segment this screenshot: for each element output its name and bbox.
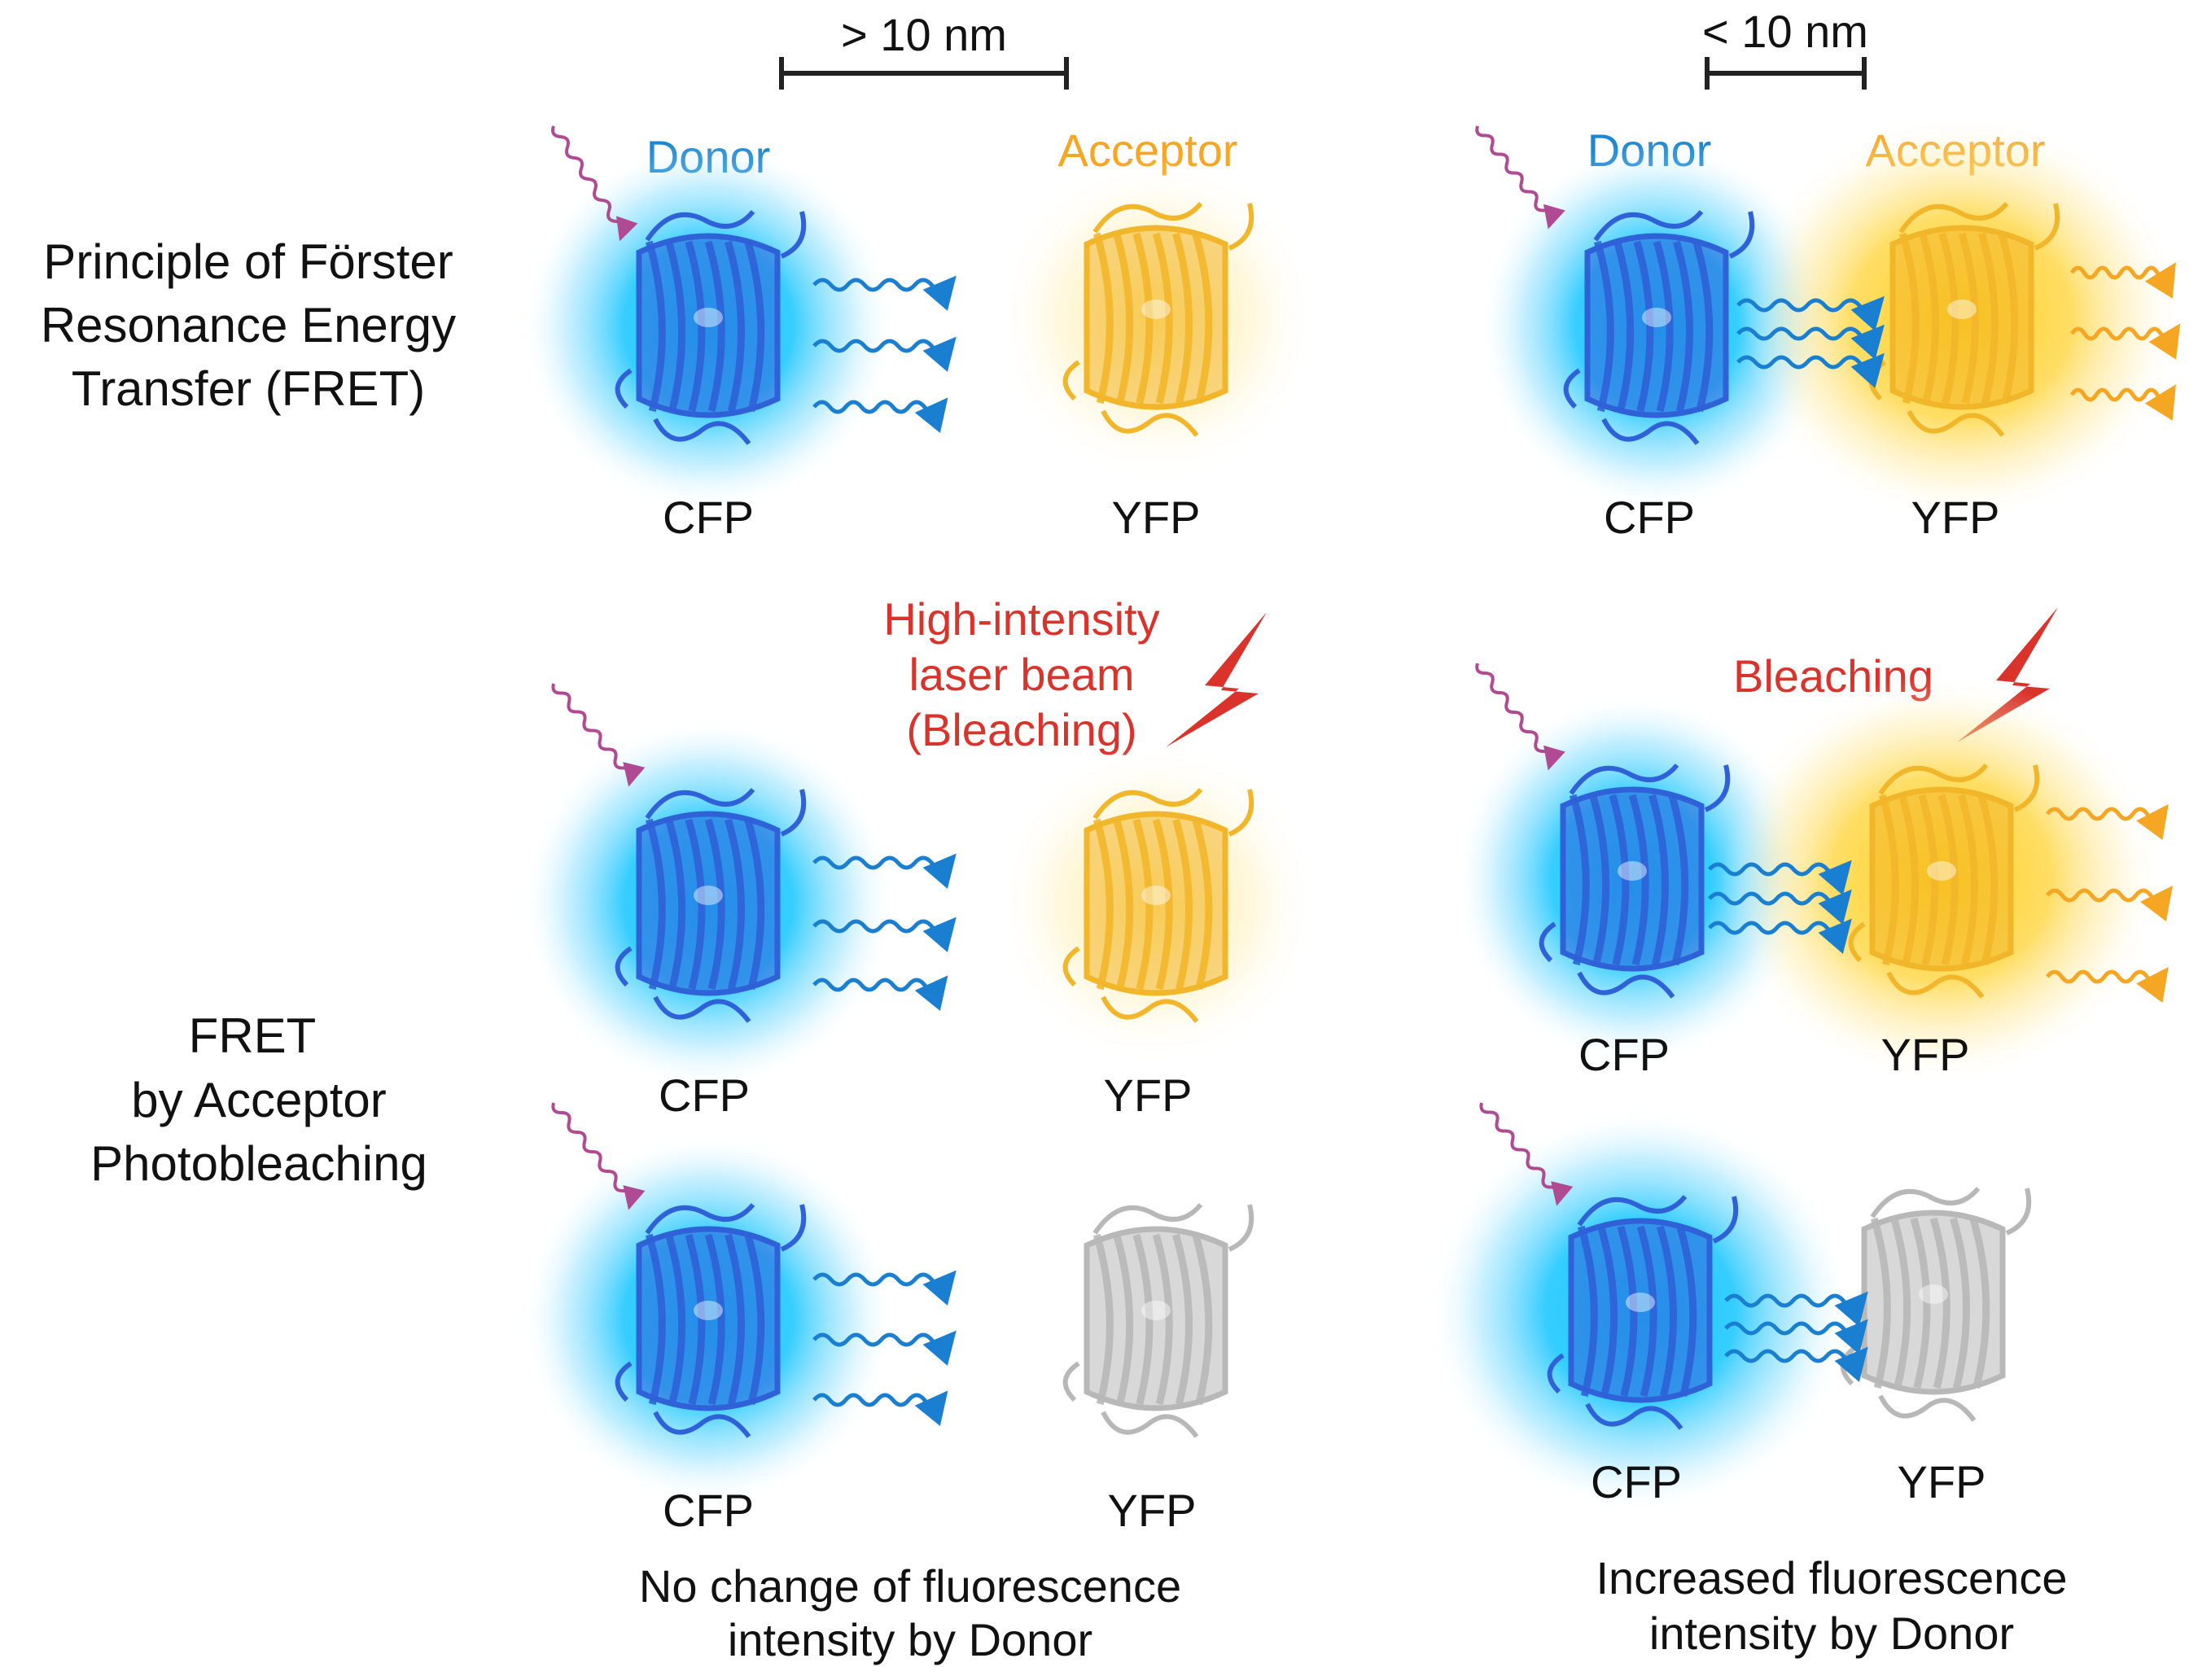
transfer-arrow-c1 [812, 853, 957, 889]
cfp-label-b: CFP [1604, 492, 1695, 543]
excitation-arrow-a [550, 125, 638, 242]
cfp-protein-d [1539, 763, 1731, 999]
emission-arrow-b3 [2069, 384, 2176, 421]
row-label-photobleach-line-2: by Acceptor [131, 1073, 387, 1127]
transfer-arrow-e1 [812, 1270, 957, 1306]
row-label-photobleach-line-1: FRET [189, 1008, 317, 1063]
cfp-protein-a [615, 210, 807, 445]
transfer-arrow-e2 [812, 1330, 957, 1366]
transfer-arrow-b1 [1736, 295, 1885, 331]
cfp-label-c: CFP [659, 1070, 750, 1121]
emission-arrow-d2 [2046, 886, 2174, 922]
row-label-fret-line-3: Transfer (FRET) [72, 361, 425, 416]
yfp-protein-c [1062, 788, 1254, 1023]
cfp-protein-b [1563, 210, 1755, 445]
transfer-arrow-f2 [1724, 1319, 1868, 1354]
yfp-label-f: YFP [1898, 1456, 1986, 1507]
distance-near-label: < 10 nm [1702, 6, 1868, 57]
excitation-arrow-b [1475, 125, 1565, 230]
distance-far-label: > 10 nm [841, 9, 1007, 60]
transfer-arrow-e3 [812, 1390, 948, 1427]
outcome-far-line-1: No change of fluorescence [639, 1560, 1181, 1612]
transfer-arrow-b3 [1736, 352, 1885, 388]
cfp-label-e: CFP [663, 1485, 754, 1536]
yfp-bleached-protein-e [1062, 1203, 1254, 1438]
excitation-arrow-e [551, 1102, 646, 1210]
cfp-label-a: CFP [663, 492, 754, 543]
yfp-label-b: YFP [1911, 492, 2000, 543]
transfer-arrow-a3 [812, 397, 948, 434]
lightning-bolt-far-icon [1166, 612, 1267, 747]
yfp-label-d: YFP [1881, 1029, 1970, 1080]
excitation-arrow-d [1475, 663, 1565, 771]
excitation-arrow-f [1479, 1102, 1574, 1206]
distance-bar-near: < 10 nm [1702, 6, 1868, 90]
outcome-near-line-1: Increased fluorescence [1596, 1552, 2067, 1603]
transfer-arrow-f1 [1724, 1291, 1868, 1327]
transfer-arrow-a1 [812, 275, 957, 311]
distance-bar-far: > 10 nm [779, 9, 1069, 90]
emission-arrow-b2 [2069, 323, 2181, 360]
transfer-arrow-c2 [812, 917, 957, 952]
cfp-protein-e [615, 1203, 807, 1438]
row-label-fret-line-1: Principle of Förster [43, 234, 453, 289]
emission-arrow-d3 [2045, 966, 2169, 1003]
transfer-arrow-d2 [1708, 889, 1852, 925]
transfer-arrow-f3 [1724, 1346, 1868, 1382]
excitation-arrow-c [551, 683, 646, 787]
cfp-label-f: CFP [1591, 1456, 1682, 1507]
transfer-arrow-d3 [1708, 918, 1852, 954]
row-label-fret-line-2: Resonance Energy [41, 298, 456, 352]
lightning-bolt-near-icon [1957, 607, 2058, 742]
bleach-far-line-3: (Bleaching) [906, 704, 1136, 755]
outcome-near-line-2: intensity by Donor [1649, 1608, 2014, 1659]
cfp-label-d: CFP [1578, 1029, 1670, 1080]
transfer-arrow-d1 [1708, 860, 1852, 895]
outcome-far-line-2: intensity by Donor [728, 1614, 1092, 1665]
bleach-far-line-1: High-intensity [883, 593, 1159, 645]
yfp-label-c: YFP [1104, 1070, 1193, 1121]
cfp-protein-f [1547, 1195, 1739, 1430]
emission-arrow-d1 [2045, 803, 2169, 840]
yfp-bleached-protein-f [1840, 1187, 2032, 1422]
row-label-photobleach-line-3: Photobleaching [90, 1136, 427, 1191]
yfp-label-e: YFP [1108, 1485, 1197, 1536]
bleach-far-line-2: laser beam [908, 649, 1134, 700]
yfp-protein-a [1062, 202, 1254, 437]
transfer-arrow-a2 [812, 336, 957, 372]
transfer-arrow-b2 [1736, 324, 1885, 360]
yfp-label-a: YFP [1112, 492, 1201, 543]
cfp-protein-c [615, 788, 807, 1023]
yfp-protein-b [1868, 202, 2060, 437]
emission-arrow-b1 [2069, 262, 2176, 299]
transfer-arrow-c3 [812, 975, 948, 1012]
